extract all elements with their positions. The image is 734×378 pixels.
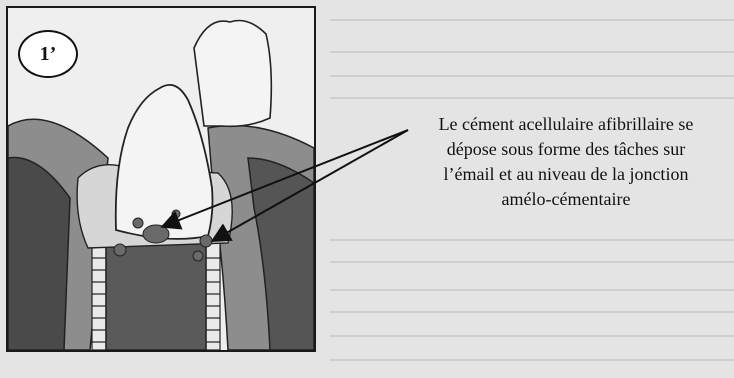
tooth-root xyxy=(106,243,206,350)
tooth-illustration-frame: 1’ xyxy=(6,6,316,352)
figure-label-badge: 1’ xyxy=(18,30,78,78)
figure-caption: Le cément acellulaire afibrillaire se dé… xyxy=(405,112,727,212)
left-bone-band xyxy=(8,158,70,351)
figure-label-text: 1’ xyxy=(40,43,57,66)
caption-line-3: l’émail et au niveau de la jonction xyxy=(405,162,727,187)
caption-line-4: amélo-cémentaire xyxy=(405,187,727,212)
caption-line-2: dépose sous forme des tâches sur xyxy=(405,137,727,162)
back-tooth-crown xyxy=(194,21,271,127)
caption-line-1: Le cément acellulaire afibrillaire se xyxy=(405,112,727,137)
